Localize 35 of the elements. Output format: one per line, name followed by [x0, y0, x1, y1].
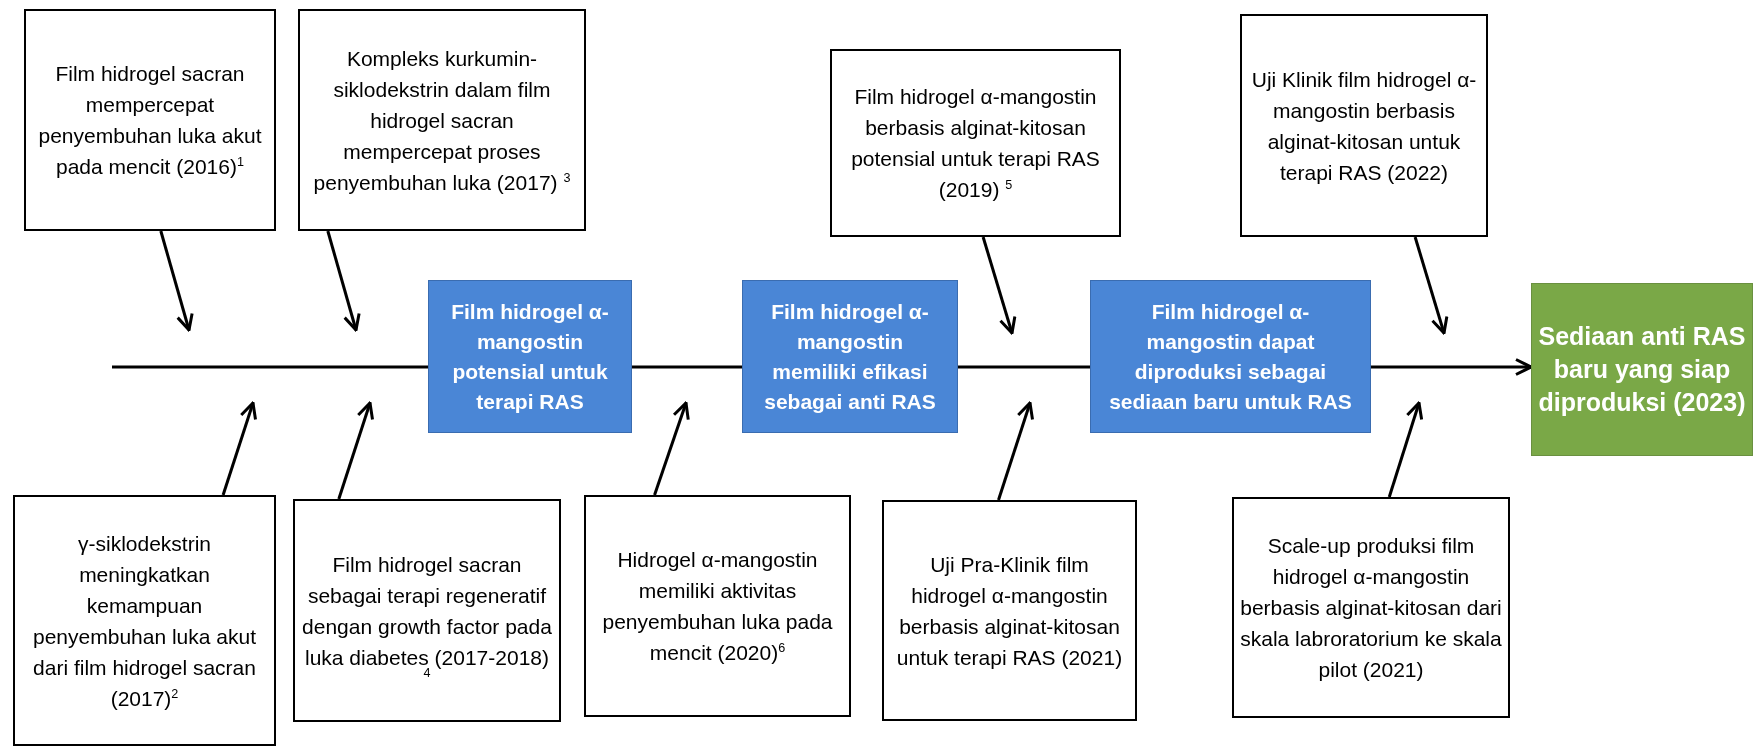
milestone-text: Film hidrogel α-mangostin potensial untuk terapi RAS: [450, 298, 610, 415]
note-box: [24, 9, 276, 231]
milestone-text: Film hidrogel α-mangostin dapat diproduksi sebagai sediaan baru untuk RAS: [1108, 298, 1353, 415]
arrow: [326, 230, 361, 332]
note-box: [1232, 497, 1510, 718]
milestone-text: Uji Klinik film hidrogel α-mangostin berbasis alginat-kitosan untuk terapi RAS (2022): [1250, 66, 1478, 186]
arrow: [1387, 401, 1424, 498]
milestone-text: Kompleks kurkumin-siklodekstrin dalam film hidrogel sacran mempercepat proses penyembuhan luka (2017) $^{3}$: [312, 45, 572, 196]
milestone-box: [742, 280, 958, 433]
milestone-text: γ-siklodekstrin meningkatkan kemampuan penyembuhan luka akut dari film hidrogel sacran (2017)$^{2}$: [32, 530, 257, 712]
arrow: [337, 401, 374, 500]
note-box: [882, 500, 1137, 721]
note-box: [293, 499, 561, 722]
milestone-text: Film hidrogel α-mangostin memiliki efikasi sebagai anti RAS: [763, 298, 937, 415]
arrow: [159, 230, 194, 332]
note-box: [13, 495, 276, 746]
goal-box: [1531, 283, 1753, 456]
note-box: [1240, 14, 1488, 237]
milestone-text: Hidrogel α-mangostin memiliki aktivitas penyembuhan luka pada mencit (2020)$^{6}$: [601, 547, 834, 666]
milestone-box: [1090, 280, 1371, 433]
milestone-text: Sediaan anti RAS baru yang siap diproduksi (2023): [1537, 321, 1747, 418]
note-box: [584, 495, 851, 717]
arrow: [981, 236, 1017, 335]
milestone-text: Film hidrogel α-mangostin berbasis alginat-kitosan potensial untuk terapi RAS (2019) $^{5}$: [850, 84, 1101, 203]
arrow: [997, 401, 1034, 501]
milestone-text: Scale-up produksi film hidrogel α-mangostin berbasis alginat-kitosan dari skala labroratorium ke skala pilot (2021): [1240, 533, 1502, 683]
milestone-text: Uji Pra-Klinik film hidrogel α-mangostin berbasis alginat-kitosan untuk terapi RAS (2021): [895, 551, 1124, 671]
note-box: [830, 49, 1121, 237]
arrow: [1371, 358, 1533, 376]
note-box: [298, 9, 586, 231]
milestone-box: [428, 280, 632, 433]
arrow: [653, 401, 690, 496]
milestone-text: Film hidrogel sacran mempercepat penyembuhan luka akut pada mencit (2016)$^{1}$: [37, 61, 263, 180]
arrow: [221, 401, 257, 496]
arrow: [1413, 236, 1449, 335]
